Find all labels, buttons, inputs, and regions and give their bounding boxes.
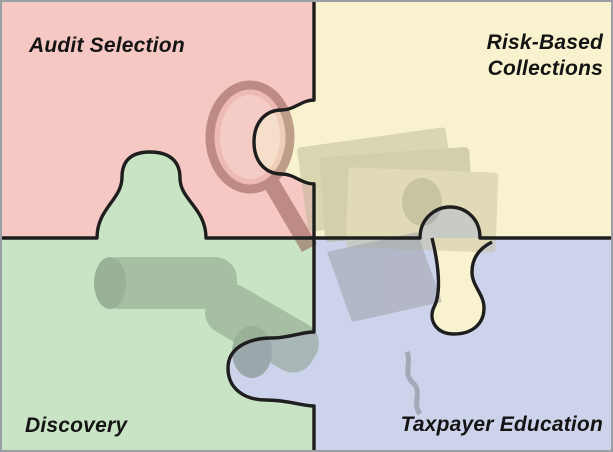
- label-audit-selection: Audit Selection: [29, 34, 185, 57]
- puzzle-knob-collections-bottom: [432, 238, 492, 334]
- puzzle-knob-education-top: [420, 207, 480, 238]
- label-discovery: Discovery: [25, 414, 128, 437]
- label-risk-based-line: Risk-Based: [486, 31, 603, 54]
- binoculars-icon: [94, 257, 319, 378]
- magnifying-glass-icon: [205, 80, 317, 252]
- graduation-cap-icon: [327, 232, 442, 416]
- puzzle-knob-education-left: [228, 332, 314, 406]
- label-taxpayer-education: Taxpayer Education: [400, 413, 603, 436]
- label-collections-line: Collections: [487, 57, 603, 80]
- piece-risk-based-collections-bg: [314, 2, 611, 238]
- label-risk-based-collections: Risk-Based Collections: [487, 30, 603, 82]
- currency-bills-icon: [297, 127, 499, 253]
